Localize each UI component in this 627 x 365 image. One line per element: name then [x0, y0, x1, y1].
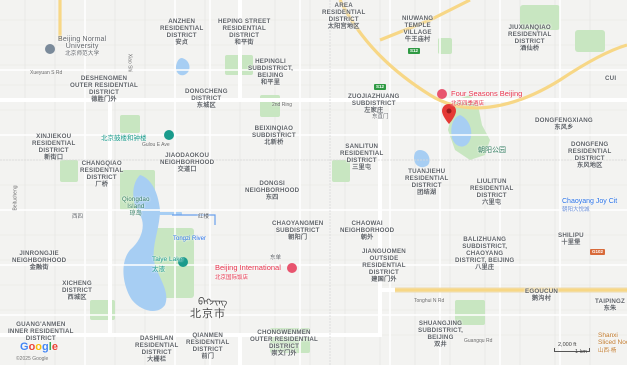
landmark-icon[interactable]: [178, 257, 188, 267]
district-label: BALIZHUANG SUBDISTRICT, CHAOYANG DISTRIC…: [455, 236, 515, 271]
map-scale-bar: [554, 348, 590, 352]
road-label: Beitucheng: [12, 185, 19, 211]
map-scale-label-km: 1 km: [575, 349, 587, 355]
map-scale-label: 2,000 ft: [558, 342, 577, 348]
road-label: 2nd Ring: [272, 102, 293, 108]
city-script-label: ᠪᠡᠭᠵᠢᠩ: [198, 297, 228, 308]
road-label: Gulou E Ave: [142, 142, 170, 148]
location-pin-icon[interactable]: [442, 104, 456, 124]
map-copyright: ©2025 Google: [16, 356, 49, 362]
road-label: 红楼: [198, 214, 210, 220]
road-shield: S12: [408, 48, 421, 54]
road-shield: S12: [374, 84, 387, 90]
road-label: 东单: [270, 255, 282, 261]
road-label: Xueyuan S Rd: [30, 70, 63, 76]
poi-drum-tower-label[interactable]: 北京鼓楼和钟楼: [101, 135, 147, 142]
hotel-icon[interactable]: [437, 89, 447, 99]
google-logo: Google: [20, 341, 58, 353]
road-label: 东直门: [372, 114, 389, 120]
landmark-icon[interactable]: [164, 130, 174, 140]
district-label: GUANG'ANMEN INNER RESIDENTIAL DISTRICT: [8, 321, 74, 342]
university-icon[interactable]: [45, 44, 55, 54]
city-label: 北京市: [190, 307, 226, 320]
hotel-icon[interactable]: [287, 263, 297, 273]
park-label: 朝阳公园: [478, 146, 506, 154]
road-label: 西四: [72, 214, 84, 220]
road-label: Tonghui N Rd: [414, 298, 445, 304]
road-label: Xiao Shi: [126, 53, 133, 73]
poi-tongzi-river-label[interactable]: Tongzi River: [173, 236, 207, 242]
road-label: Guangqu Rd: [464, 338, 493, 344]
road-shield: G102: [590, 249, 606, 255]
poi-shanxi-label[interactable]: Shanxi Sliced Noo山西·杨: [598, 332, 627, 354]
district-label: CUI: [605, 75, 617, 82]
